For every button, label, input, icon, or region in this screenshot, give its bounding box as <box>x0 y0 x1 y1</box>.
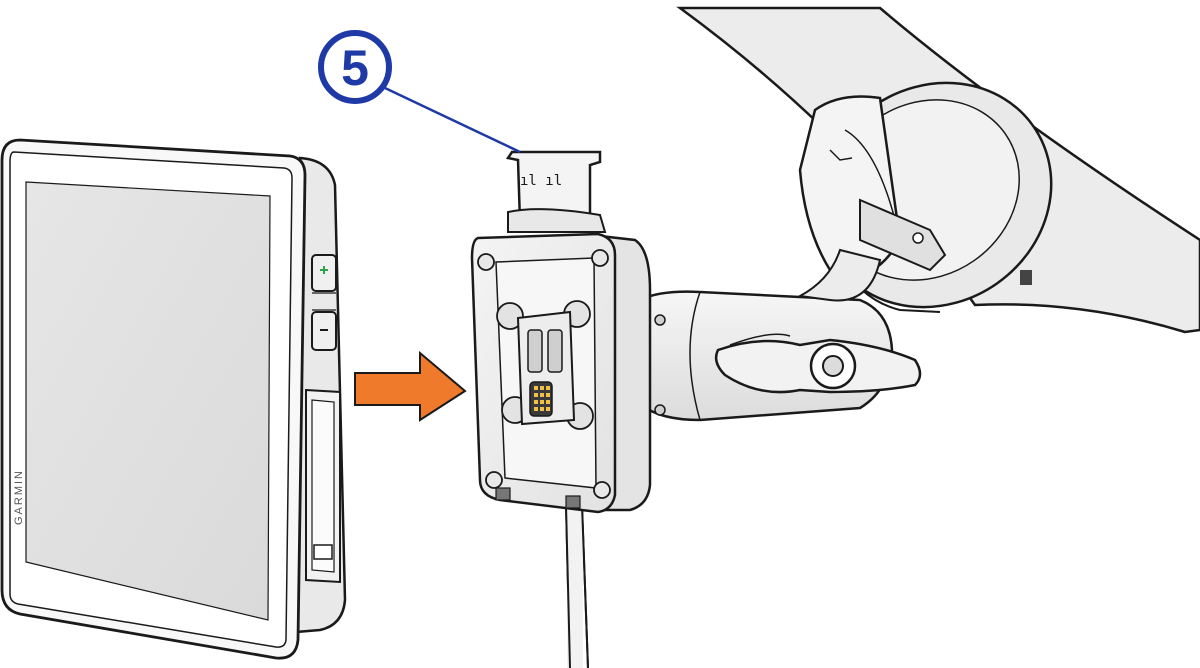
device-brand-label: GARMIN <box>13 469 25 525</box>
callout-5: 5 <box>318 30 521 154</box>
mount-cradle: ıl ıl <box>470 150 652 514</box>
mount-arm <box>638 248 922 422</box>
callout-leader-line <box>384 86 521 154</box>
power-cable <box>565 504 589 668</box>
insertion-arrow <box>354 350 467 422</box>
svg-text:ıl ıl: ıl ıl <box>520 173 562 189</box>
callout-number: 5 <box>341 40 369 96</box>
garmin-device: GARMIN <box>0 138 347 660</box>
callout-circle <box>318 30 392 104</box>
